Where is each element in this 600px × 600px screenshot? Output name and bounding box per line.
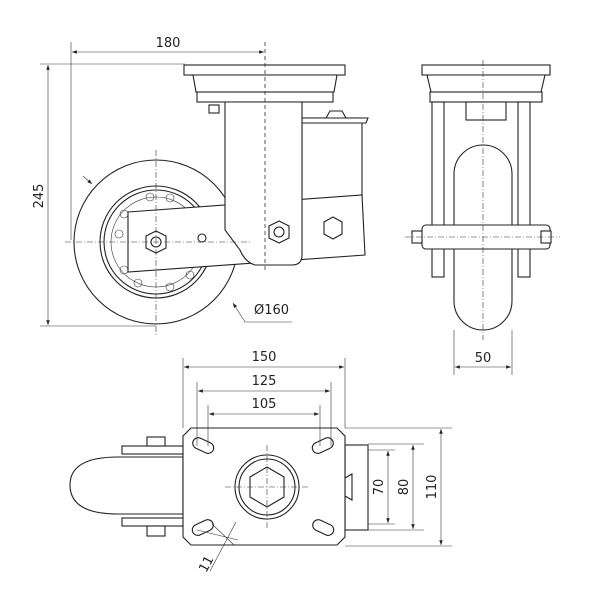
spring-housing: [301, 117, 363, 201]
bolt-hole: [191, 519, 214, 536]
dim-bolt-spacing-width-outer: 80: [397, 479, 412, 496]
dim-wheel-diameter: Ø160: [254, 303, 289, 318]
dim-plate-width: 110: [425, 475, 440, 500]
dim-wheel-width: 50: [475, 351, 492, 366]
dim-bolt-spacing-outer: 125: [252, 374, 277, 389]
dim-plate-length: 150: [252, 350, 277, 365]
front-top-plate: [421, 64, 551, 76]
top-wheel: [69, 456, 184, 515]
top-view: 150 125 105 110 80 70 11: [69, 350, 452, 576]
grease-nipple: [208, 104, 220, 114]
fork-plate-right: [517, 101, 531, 278]
bearing-ring: [192, 74, 338, 93]
bolt-hole: [192, 437, 215, 454]
side-view: 180 245 Ø160: [32, 36, 369, 335]
dim-overall-height: 245: [32, 184, 47, 209]
bolt-hole: [311, 437, 334, 454]
spring-nut: [323, 216, 343, 240]
dim-bolt-spacing-width-inner: 70: [372, 479, 387, 496]
front-view: 50: [405, 60, 560, 375]
bolt-hole: [312, 519, 335, 536]
fork-body: [224, 101, 303, 266]
dim-bolt-hole: 11: [196, 554, 217, 576]
top-plate: [183, 64, 346, 76]
dim-overall-length: 180: [156, 36, 181, 51]
dim-bolt-spacing-inner: 105: [252, 397, 277, 412]
top-nut: [146, 436, 166, 447]
pivot-nut: [268, 220, 290, 244]
fork-plate-left: [431, 101, 445, 278]
